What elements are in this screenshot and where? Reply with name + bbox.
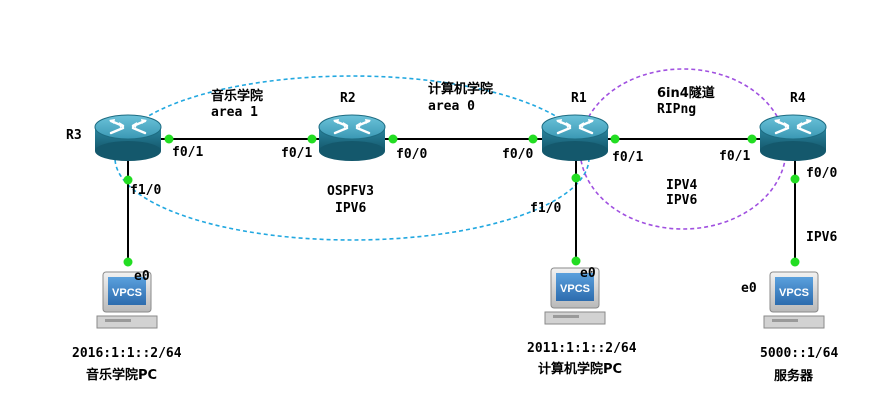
pc-cs-name: 计算机学院PC [538,361,622,377]
tunnel-ipv4-label: IPV4 [666,178,697,193]
iface-r3-f10: f1/0 [130,183,161,198]
iface-pc-music-e0: e0 [134,269,150,284]
port-dot-r4-f01 [747,134,757,144]
router-r2[interactable] [317,113,387,163]
pc-cs-icon[interactable]: VPCS [544,267,606,325]
port-dot-server-e0 [790,257,800,267]
port-dot-r2-f01 [307,134,317,144]
port-dot-r2-f00 [388,134,398,144]
vpcs-badge: VPCS [779,287,809,299]
iface-r2-f00: f0/0 [396,147,427,162]
server-address: 5000::1/64 [760,346,838,361]
pc-music-name: 音乐学院PC [86,367,157,383]
tunnel-ipv6-label: IPV6 [666,193,697,208]
router-r2-label: R2 [340,91,356,106]
tunnel-name: 6in4隧道 [657,85,715,101]
server-link-ipv6-label: IPV6 [806,230,837,245]
port-dot-r1-f00 [528,134,538,144]
port-dot-r1-f01 [610,134,620,144]
iface-r1-f10: f1/0 [530,201,561,216]
iface-r4-f00: f0/0 [806,166,837,181]
server-icon[interactable]: VPCS [763,271,825,329]
router-r4[interactable] [758,113,828,163]
iface-r2-f01: f0/1 [281,146,312,161]
area-music-name: 音乐学院 [211,88,263,104]
area-music-id: area 1 [211,105,258,120]
vpcs-badge: VPCS [112,287,142,299]
server-name: 服务器 [774,368,814,384]
port-dot-r1-f10 [571,173,581,183]
iface-server-e0: e0 [741,281,757,296]
tunnel-protocol: RIPng [657,102,696,117]
area-cs-name: 计算机学院 [428,81,493,97]
port-dot-pc-cs-e0 [571,256,581,266]
router-r1-label: R1 [571,91,587,106]
ospf-label: OSPFV3 [327,184,374,199]
iface-r4-f01: f0/1 [719,149,750,164]
router-r1[interactable] [540,113,610,163]
pc-cs-address: 2011:1:1::2/64 [527,341,637,356]
ospf-ipv6-label: IPV6 [335,201,366,216]
pc-music-icon[interactable]: VPCS [96,271,158,329]
iface-r1-f01: f0/1 [612,150,643,165]
port-dot-r3-f01 [164,134,174,144]
router-r3[interactable] [93,113,163,163]
port-dot-r3-f10 [123,175,133,185]
port-dot-r4-f00 [790,174,800,184]
port-dot-pc-music-e0 [123,257,133,267]
router-r4-label: R4 [790,91,806,106]
iface-r3-f01: f0/1 [172,145,203,160]
area-cs-id: area 0 [428,99,475,114]
pc-music-address: 2016:1:1::2/64 [72,346,182,361]
vpcs-badge: VPCS [560,283,590,295]
iface-pc-cs-e0: e0 [580,266,596,281]
router-r3-label: R3 [66,128,82,143]
iface-r1-f00: f0/0 [502,147,533,162]
